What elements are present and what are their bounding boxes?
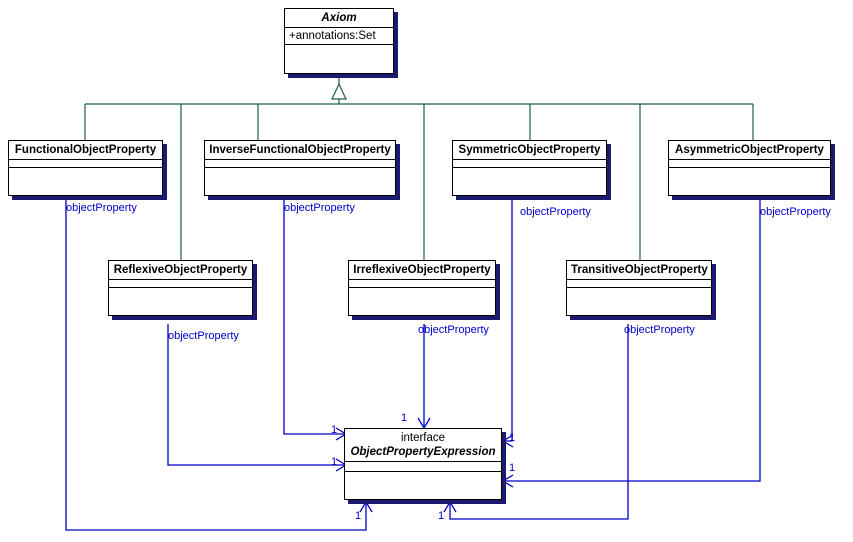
multiplicity-reflexive-left: 1 [331, 456, 338, 468]
class-operations-inverse-functional-object-property [205, 168, 395, 176]
class-operations-transitive-object-property [567, 288, 711, 296]
assoc-symmetric-to-ope [505, 196, 513, 442]
class-attributes-axiom: +annotations:Set [285, 28, 393, 45]
class-attributes-asymmetric-object-property [669, 160, 830, 168]
class-box-asymmetric-object-property[interactable]: AsymmetricObjectProperty [668, 140, 831, 196]
class-box-transitive-object-property[interactable]: TransitiveObjectProperty [566, 260, 712, 316]
arrowhead-bottom-left [359, 500, 373, 513]
class-box-object-property-expression[interactable]: interface ObjectPropertyExpression [344, 428, 502, 500]
class-attributes-irreflexive-object-property [349, 280, 495, 288]
assoc-label-asymmetric: objectProperty [760, 206, 831, 218]
generalization-tree [84, 74, 754, 260]
assoc-label-symmetric: objectProperty [520, 206, 591, 218]
interface-stereotype: interface [400, 432, 446, 444]
class-title-axiom: Axiom [285, 9, 393, 28]
class-operations-irreflexive-object-property [349, 288, 495, 296]
class-title-irreflexive-object-property: IrreflexiveObjectProperty [349, 261, 495, 280]
class-box-irreflexive-object-property[interactable]: IrreflexiveObjectProperty [348, 260, 496, 316]
interface-header: interface ObjectPropertyExpression [345, 429, 501, 462]
class-attributes-transitive-object-property [567, 280, 711, 288]
arrowhead-right-lower [501, 474, 514, 488]
class-box-inverse-functional-object-property[interactable]: InverseFunctionalObjectProperty [204, 140, 396, 196]
assoc-reflexive-to-ope [167, 324, 344, 466]
assoc-functional-to-ope [65, 196, 367, 531]
multiplicity-asymmetric-right-lower: 1 [509, 462, 516, 474]
multiplicity-irreflexive-top: 1 [401, 412, 408, 424]
multiplicity-functional-bottom: 1 [355, 510, 362, 522]
generalization-triangle-icon [331, 82, 347, 100]
multiplicity-inverse-functional-left: 1 [331, 424, 338, 436]
assoc-inverse-functional-to-ope [283, 196, 344, 435]
association-connectors [65, 196, 761, 531]
class-title-transitive-object-property: TransitiveObjectProperty [567, 261, 711, 280]
arrowhead-bottom-right [443, 500, 457, 513]
class-box-reflexive-object-property[interactable]: ReflexiveObjectProperty [108, 260, 253, 316]
class-operations-axiom [285, 45, 393, 53]
class-operations-reflexive-object-property [109, 288, 252, 296]
class-operations-symmetric-object-property [453, 168, 606, 176]
assoc-transitive-to-ope [449, 324, 629, 520]
multiplicity-symmetric-right-upper: 1 [509, 432, 516, 444]
class-box-axiom[interactable]: Axiom +annotations:Set [284, 8, 394, 74]
class-attributes-inverse-functional-object-property [205, 160, 395, 168]
multiplicity-transitive-bottom: 1 [438, 510, 445, 522]
assoc-label-irreflexive: objectProperty [418, 324, 489, 336]
class-attributes-reflexive-object-property [109, 280, 252, 288]
class-title-asymmetric-object-property: AsymmetricObjectProperty [669, 141, 830, 160]
class-operations-functional-object-property [9, 168, 162, 176]
assoc-label-functional: objectProperty [66, 202, 137, 214]
class-attributes-symmetric-object-property [453, 160, 606, 168]
assoc-label-reflexive: objectProperty [168, 330, 239, 342]
class-box-symmetric-object-property[interactable]: SymmetricObjectProperty [452, 140, 607, 196]
class-title-functional-object-property: FunctionalObjectProperty [9, 141, 162, 160]
interface-name: ObjectPropertyExpression [350, 446, 496, 458]
assoc-asymmetric-to-ope [505, 196, 761, 482]
interface-operations [345, 472, 501, 480]
interface-attributes [345, 462, 501, 472]
class-operations-asymmetric-object-property [669, 168, 830, 176]
class-title-symmetric-object-property: SymmetricObjectProperty [453, 141, 606, 160]
class-box-functional-object-property[interactable]: FunctionalObjectProperty [8, 140, 163, 196]
class-title-reflexive-object-property: ReflexiveObjectProperty [109, 261, 252, 280]
assoc-label-transitive: objectProperty [624, 324, 695, 336]
class-title-inverse-functional-object-property: InverseFunctionalObjectProperty [205, 141, 395, 160]
assoc-label-inverse-functional: objectProperty [284, 202, 355, 214]
arrowhead-right-upper [501, 434, 514, 448]
class-attributes-functional-object-property [9, 160, 162, 168]
